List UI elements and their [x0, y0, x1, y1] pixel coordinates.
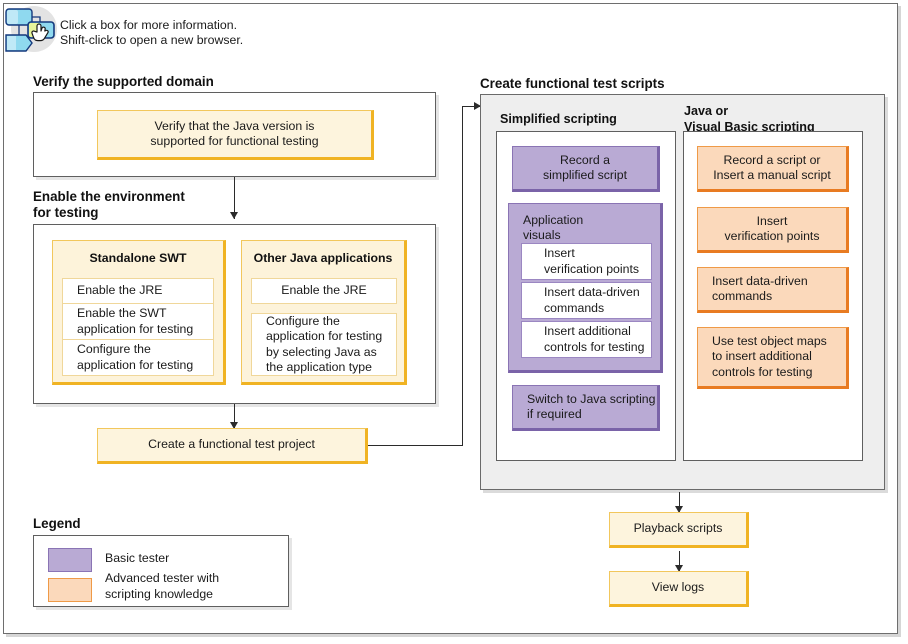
connector-project-to-scripts-h1 — [368, 445, 463, 446]
legend-label-basic-tester: Basic tester — [105, 551, 170, 565]
step-swt-enable-application[interactable]: Enable the SWT application for testing — [62, 303, 214, 340]
advanced-tester-swatch — [48, 578, 92, 602]
step-insert-data-driven-commands-basic[interactable]: Insert data-driven commands — [521, 282, 652, 319]
connector-scripts-to-playback — [679, 492, 680, 512]
step-insert-additional-controls-basic[interactable]: Insert additional controls for testing — [521, 321, 652, 358]
arrow-scripts-to-playback — [675, 506, 683, 513]
step-java-configure-application[interactable]: Configure the application for testing by… — [251, 313, 397, 376]
node-playback-scripts[interactable]: Playback scripts — [609, 512, 749, 548]
node-create-functional-test-project[interactable]: Create a functional test project — [97, 428, 368, 464]
arrow-verify-to-enable — [230, 212, 238, 219]
arrow-project-to-scripts — [474, 102, 481, 110]
heading-verify-domain: Verify the supported domain — [33, 74, 214, 89]
heading-create-test-scripts: Create functional test scripts — [480, 76, 665, 91]
hint-line-1: Click a box for more information. — [60, 18, 238, 32]
node-insert-data-driven-commands-advanced[interactable]: Insert data-driven commands — [697, 267, 849, 313]
step-java-enable-jre[interactable]: Enable the JRE — [251, 278, 397, 304]
heading-enable-environment: Enable the environment for testing — [33, 189, 185, 220]
node-verify-java-version[interactable]: Verify that the Java version is supporte… — [97, 110, 374, 160]
arrow-enable-to-project — [230, 422, 238, 429]
heading-legend: Legend — [33, 516, 81, 531]
connector-verify-to-enable — [234, 177, 235, 219]
step-swt-configure-application[interactable]: Configure the application for testing — [62, 339, 214, 376]
group-standalone-swt-title: Standalone SWT — [89, 251, 187, 265]
diagram-click-icon — [4, 4, 62, 58]
group-application-visuals-title: Application visuals — [523, 213, 584, 242]
connector-project-to-scripts-h2 — [462, 106, 480, 107]
column-title-java-vb-scripting: Java or Visual Basic scripting — [684, 104, 815, 134]
legend-label-advanced-tester: Advanced tester with scripting knowledge — [105, 571, 220, 601]
connector-playback-to-logs — [679, 551, 680, 571]
step-swt-enable-jre[interactable]: Enable the JRE — [62, 278, 214, 304]
arrow-playback-to-logs — [675, 565, 683, 572]
basic-tester-swatch — [48, 548, 92, 572]
node-record-simplified-script[interactable]: Record a simplified script — [512, 146, 660, 192]
step-insert-verification-points-basic[interactable]: Insert verification points — [521, 243, 652, 280]
node-view-logs[interactable]: View logs — [609, 571, 749, 607]
node-record-or-insert-manual-script[interactable]: Record a script or Insert a manual scrip… — [697, 146, 849, 192]
group-other-java-applications-title: Other Java applications — [253, 251, 393, 265]
node-use-test-object-maps[interactable]: Use test object maps to insert additiona… — [697, 327, 849, 389]
node-switch-to-java-scripting[interactable]: Switch to Java scripting if required — [512, 385, 660, 431]
column-title-simplified-scripting: Simplified scripting — [500, 112, 617, 126]
connector-project-to-scripts-v — [462, 106, 463, 446]
node-insert-verification-points-advanced[interactable]: Insert verification points — [697, 207, 849, 253]
connector-enable-to-project — [234, 404, 235, 428]
hint-line-2: Shift-click to open a new browser. — [60, 33, 244, 47]
